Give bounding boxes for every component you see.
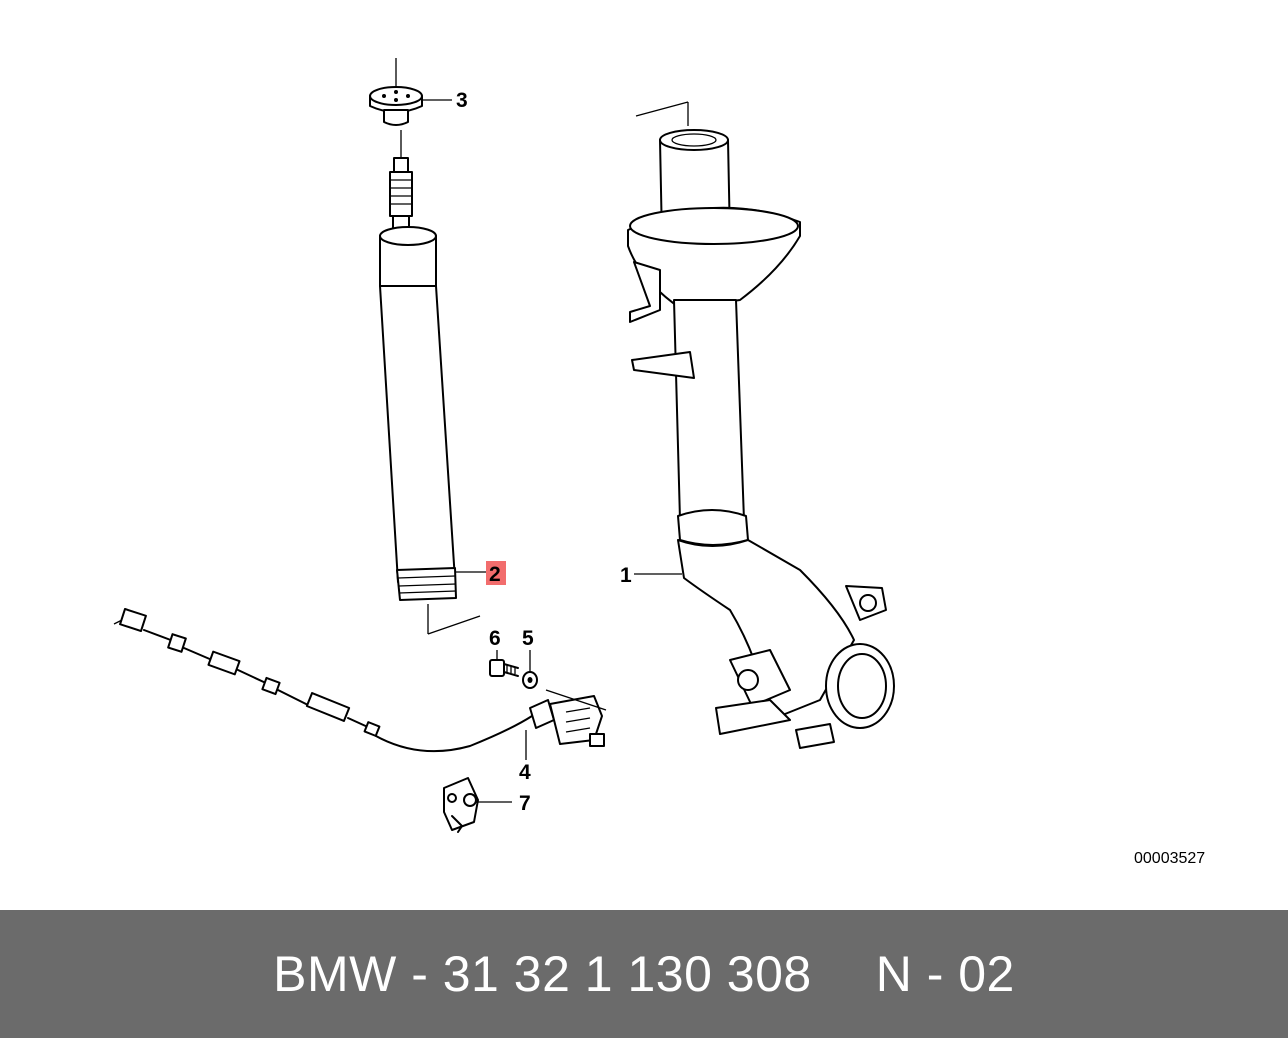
callout-4: 4 — [519, 761, 531, 784]
abs-sensor-cable-part — [113, 607, 607, 760]
shock-absorber-part — [379, 130, 486, 635]
position-code-label: N - 02 — [875, 946, 1015, 1002]
callout-3: 3 — [456, 89, 468, 112]
bolt-part — [489, 650, 519, 677]
diagram-number: 00003527 — [1134, 850, 1205, 867]
parts-diagram: 3 2 1 6 5 4 7 00003527 — [113, 58, 1205, 867]
callout-1: 1 — [620, 564, 632, 587]
callout-5: 5 — [522, 627, 534, 650]
callout-6: 6 — [489, 627, 501, 650]
part-number-label: BMW - 31 32 1 130 308 — [273, 946, 812, 1002]
callout-2-highlight — [486, 561, 506, 585]
footer-bar: BMW - 31 32 1 130 308 N - 02 — [0, 910, 1288, 1038]
callout-7: 7 — [519, 792, 531, 815]
washer-part — [522, 650, 538, 689]
callout-2: 2 — [489, 563, 501, 586]
strut-housing-knuckle-part — [627, 101, 895, 749]
strut-mount-part — [369, 58, 452, 126]
sensor-clip-part — [443, 777, 512, 833]
